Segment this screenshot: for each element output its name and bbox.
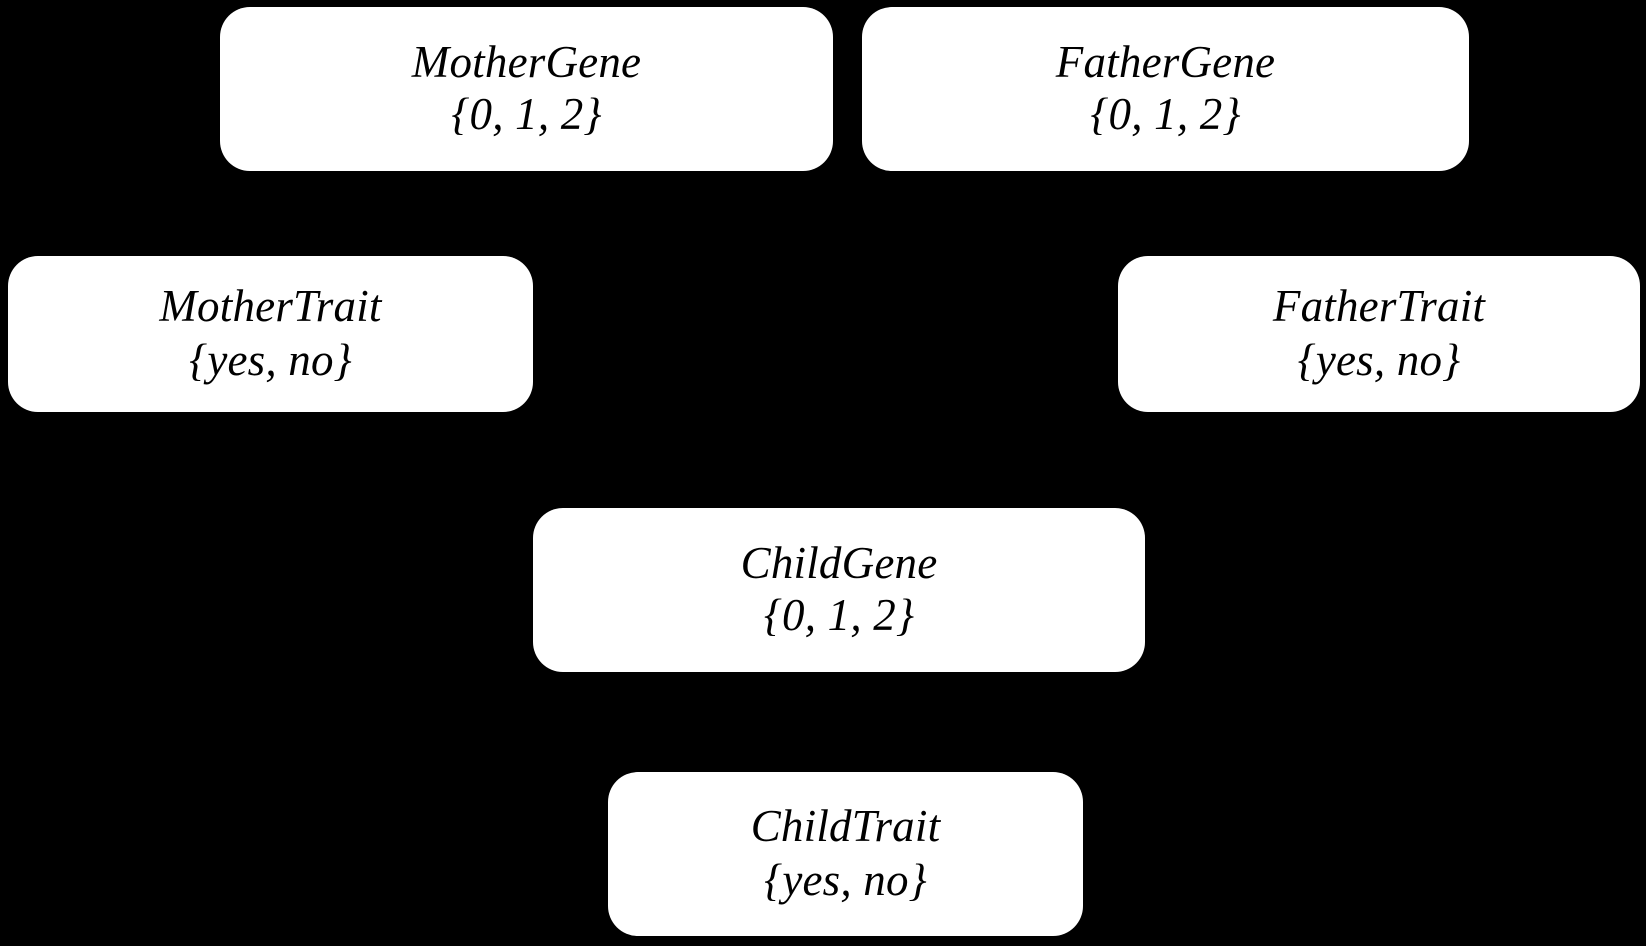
node-mother-gene[interactable]: MotherGene {0, 1, 2} (220, 7, 833, 171)
node-father-trait[interactable]: FatherTrait {yes, no} (1118, 256, 1640, 412)
node-mother-gene-domain: {0, 1, 2} (451, 89, 602, 139)
node-child-gene-domain: {0, 1, 2} (763, 590, 915, 640)
node-father-trait-label: FatherTrait (1272, 281, 1486, 332)
node-mother-gene-label: MotherGene (411, 37, 642, 88)
node-mother-trait-domain: {yes, no} (189, 335, 352, 385)
node-father-gene-domain: {0, 1, 2} (1090, 89, 1241, 139)
node-child-trait-label: ChildTrait (750, 801, 941, 852)
node-father-gene-label: FatherGene (1055, 37, 1276, 88)
node-child-gene-label: ChildGene (740, 538, 938, 589)
node-child-trait[interactable]: ChildTrait {yes, no} (608, 772, 1083, 936)
node-child-trait-domain: {yes, no} (764, 855, 927, 905)
node-mother-trait-label: MotherTrait (159, 281, 382, 332)
node-father-trait-domain: {yes, no} (1297, 335, 1461, 385)
node-child-gene[interactable]: ChildGene {0, 1, 2} (533, 508, 1145, 672)
node-father-gene[interactable]: FatherGene {0, 1, 2} (862, 7, 1469, 171)
node-mother-trait[interactable]: MotherTrait {yes, no} (8, 256, 533, 412)
